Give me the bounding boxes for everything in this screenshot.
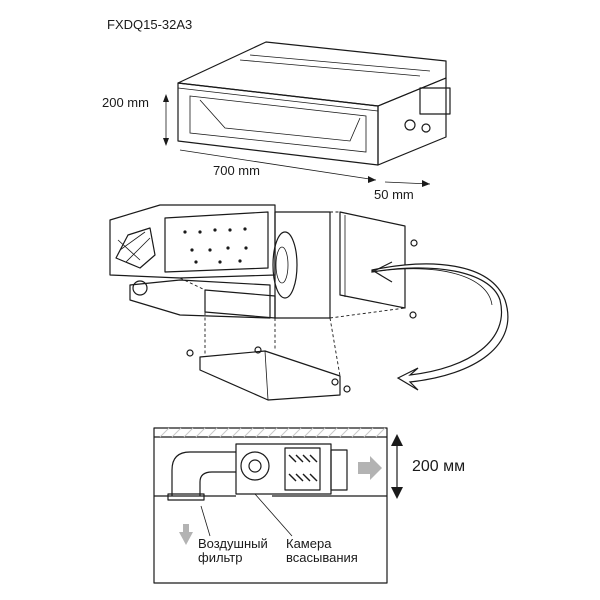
section-height-label: 200 мм <box>412 458 466 475</box>
air-filter-label: Воздушный фильтр <box>198 537 268 565</box>
depth-dimension-label: 50 mm <box>374 187 414 202</box>
air-filter-label-line2: фильтр <box>198 550 243 565</box>
height-dimension-label: 200 mm <box>102 95 149 110</box>
unit-exploded-view <box>109 204 509 401</box>
model-title: FXDQ15-32A3 <box>107 17 193 32</box>
width-dimension-label: 700 mm <box>213 163 260 178</box>
suction-chamber-label-line1: Камера <box>286 536 332 551</box>
suction-chamber-label-line2: всасывания <box>286 550 358 565</box>
air-filter-label-line1: Воздушный <box>198 536 268 551</box>
suction-chamber-label: Камера всасывания <box>286 537 358 565</box>
unit-top-view <box>163 41 451 187</box>
installation-section <box>153 427 403 584</box>
